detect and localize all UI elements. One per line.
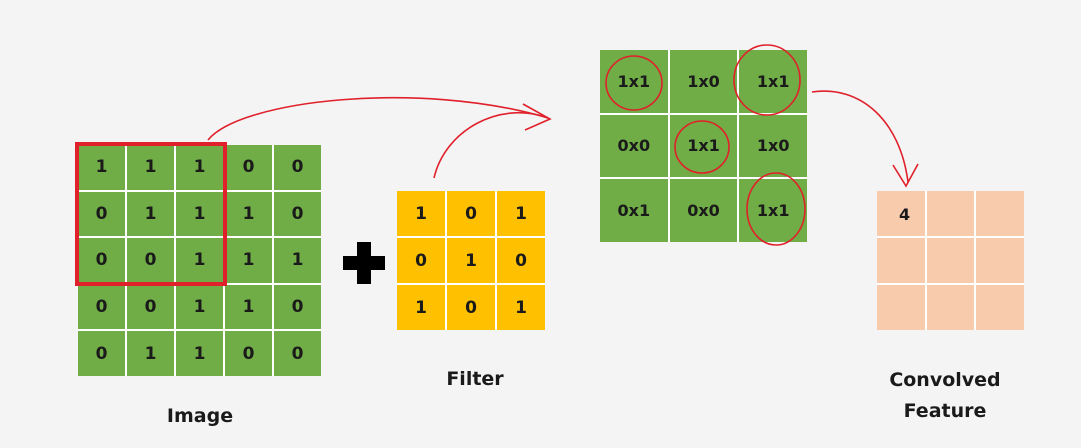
image-cell-0-3: 0 xyxy=(225,145,272,190)
computation-cell-0-0: 1x1 xyxy=(600,50,668,113)
image-cell-4-0: 0 xyxy=(78,331,125,376)
image-cell-3-2: 1 xyxy=(176,284,223,330)
image-cell-0-2: 1 xyxy=(176,145,223,190)
convolved-cell-1-2 xyxy=(976,238,1024,283)
filter-cell-2-0: 1 xyxy=(397,285,445,330)
computation-cell-0-1: 1x0 xyxy=(669,50,738,113)
arrow-filter-to-computation xyxy=(433,112,549,179)
image-cell-3-4: 0 xyxy=(274,284,321,330)
convolved-cell-0-1 xyxy=(926,191,975,236)
image-cell-2-4: 1 xyxy=(274,238,321,283)
image-cell-0-4: 0 xyxy=(274,145,321,190)
computation-cell-1-1: 1x1 xyxy=(669,114,738,178)
computation-cell-1-0: 0x0 xyxy=(600,114,668,178)
convolved-cell-0-2 xyxy=(976,191,1024,236)
convolved-label-line1: Convolved xyxy=(889,369,1001,391)
filter-cell-0-0: 1 xyxy=(397,191,445,236)
filter-label: Filter xyxy=(446,368,504,390)
image-label: Image xyxy=(166,405,234,427)
computation-cell-0-2: 1x1 xyxy=(739,50,807,113)
convolved-cell-1-1 xyxy=(926,238,975,283)
convolved-cell-0-0: 4 xyxy=(877,191,925,236)
filter-cell-1-0: 0 xyxy=(397,238,445,283)
image-cell-0-1: 1 xyxy=(127,145,174,190)
convolved-cell-2-1 xyxy=(926,285,975,330)
arrow-computation-to-convolved xyxy=(811,90,909,183)
convolved-cell-2-0 xyxy=(877,285,925,330)
arrow-image-to-computation xyxy=(207,96,549,141)
convolved-feature-grid: 4 xyxy=(877,191,1024,330)
image-cell-2-0: 0 xyxy=(78,238,125,283)
convolved-cell-1-0 xyxy=(877,238,925,283)
image-cell-2-2: 1 xyxy=(176,238,223,283)
image-cell-4-2: 1 xyxy=(176,331,223,376)
image-cell-0-0: 1 xyxy=(78,145,125,190)
convolved-cell-2-2 xyxy=(976,285,1024,330)
computation-cell-1-2: 1x0 xyxy=(739,114,807,178)
image-cell-2-3: 1 xyxy=(225,238,272,283)
computation-cell-2-0: 0x1 xyxy=(600,179,668,242)
computation-cell-2-2: 1x1 xyxy=(739,179,807,242)
image-cell-4-4: 0 xyxy=(274,331,321,376)
image-cell-3-1: 0 xyxy=(127,284,174,330)
image-cell-2-1: 0 xyxy=(127,238,174,283)
image-cell-1-4: 0 xyxy=(274,191,321,237)
image-cell-3-3: 1 xyxy=(225,284,272,330)
image-cell-1-1: 1 xyxy=(127,191,174,237)
filter-cell-2-2: 1 xyxy=(497,285,545,330)
arrow-head-2-icon xyxy=(892,163,919,188)
image-cell-1-0: 0 xyxy=(78,191,125,237)
plus-icon xyxy=(343,242,385,284)
image-cell-1-3: 1 xyxy=(225,191,272,237)
image-cell-4-1: 1 xyxy=(127,331,174,376)
arrow-head-1-icon xyxy=(522,103,552,131)
computation-cell-2-1: 0x0 xyxy=(669,179,738,242)
image-cell-3-0: 0 xyxy=(78,284,125,330)
filter-cell-0-2: 1 xyxy=(497,191,545,236)
filter-cell-1-2: 0 xyxy=(497,238,545,283)
filter-cell-1-1: 1 xyxy=(447,238,495,283)
filter-cell-0-1: 0 xyxy=(447,191,495,236)
convolved-label-line2: Feature xyxy=(903,400,987,422)
image-cell-1-2: 1 xyxy=(176,191,223,237)
image-cell-4-3: 0 xyxy=(225,331,272,376)
filter-cell-2-1: 0 xyxy=(447,285,495,330)
